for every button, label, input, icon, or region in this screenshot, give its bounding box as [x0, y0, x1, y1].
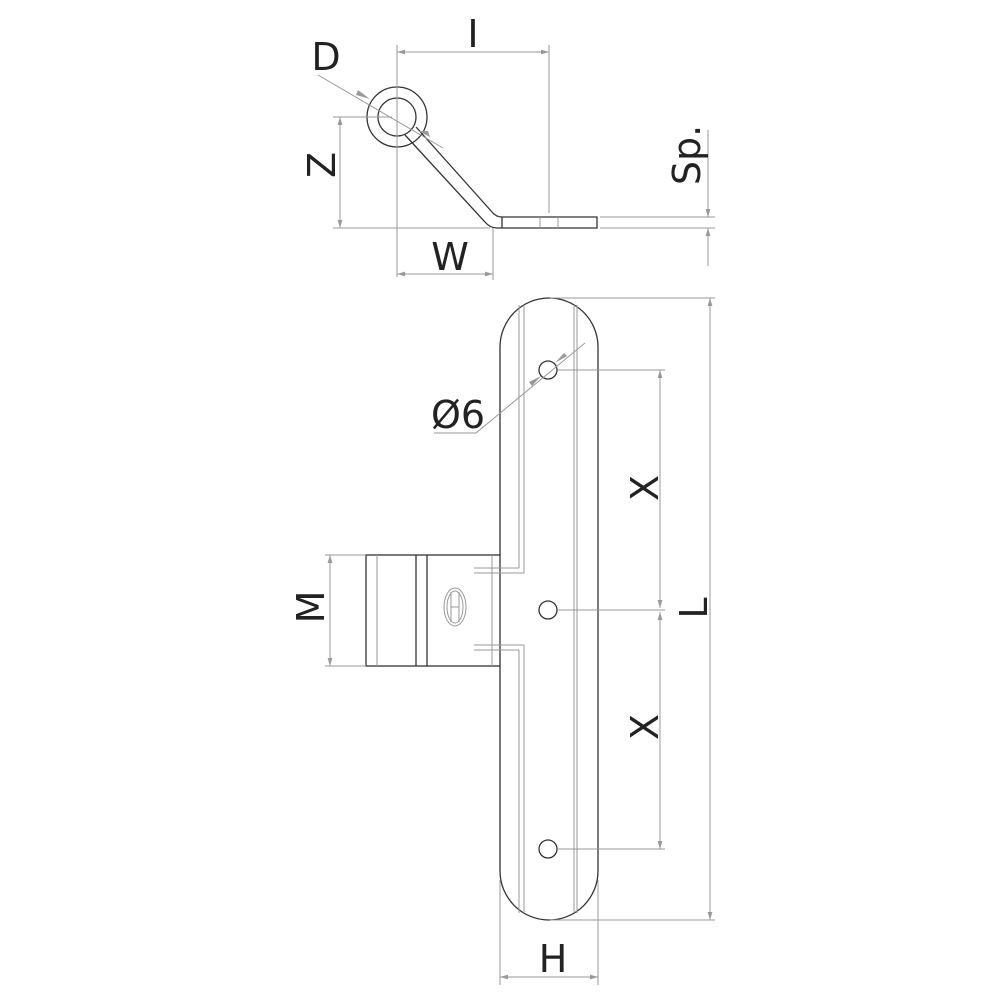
side-view: I D Z W Sp.	[300, 12, 715, 280]
label-D: D	[311, 35, 340, 79]
label-I: I	[467, 12, 478, 56]
label-Sp: Sp.	[665, 125, 709, 185]
hinge-knuckle	[365, 554, 501, 667]
logo-mark	[443, 587, 467, 627]
label-W: W	[431, 235, 469, 279]
screw-hole-bottom	[538, 839, 558, 859]
label-X-upper: X	[623, 475, 667, 501]
dimension-D	[317, 74, 444, 149]
bent-arm	[404, 126, 598, 229]
label-X-lower: X	[623, 714, 667, 740]
label-Z: Z	[300, 152, 344, 178]
dimension-hole	[434, 342, 586, 434]
label-hole-diameter: Ø6	[431, 393, 485, 437]
label-M: M	[289, 591, 333, 624]
screw-hole-top	[538, 360, 558, 380]
hinge-plate	[499, 297, 599, 921]
label-L: L	[672, 597, 716, 618]
front-view: Ø6 X X L M H	[289, 297, 716, 985]
label-H: H	[539, 937, 568, 981]
screw-hole-middle	[538, 600, 558, 620]
